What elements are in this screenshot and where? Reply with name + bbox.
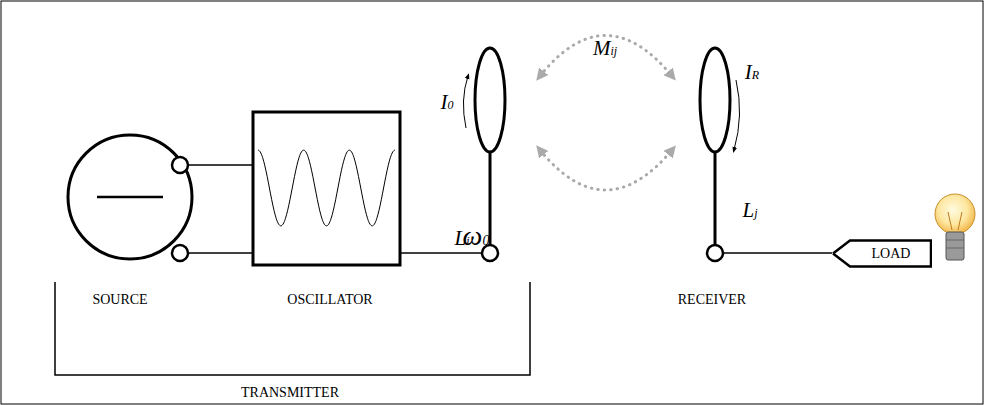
wire <box>400 252 482 254</box>
part-label: RECEIVER <box>678 293 746 307</box>
current-symbol: IR <box>745 62 759 83</box>
coupling-arc <box>540 36 672 77</box>
load-box: LOAD <box>832 239 932 268</box>
receiver-coil <box>700 48 730 152</box>
part-label: SOURCE <box>92 293 147 307</box>
bulb-filament <box>948 212 962 230</box>
load-label: LOAD <box>872 247 911 261</box>
load-shape <box>833 241 931 267</box>
inductance-symbol: Lj <box>742 200 757 221</box>
oscillator-box <box>253 112 400 265</box>
bracket <box>55 282 530 375</box>
bulb-thread <box>946 240 964 248</box>
terminal <box>172 245 188 261</box>
current-symbol: I0 <box>441 92 454 113</box>
coupling-arc <box>540 150 672 190</box>
inductance-symbol: Li <box>454 228 469 249</box>
coil-lead <box>714 152 717 245</box>
wire <box>188 252 253 254</box>
coil-lead <box>489 152 492 245</box>
wire <box>723 252 832 254</box>
bulb-glass <box>935 194 975 234</box>
mutual-inductance-symbol: Mij <box>593 38 617 59</box>
current-arrow <box>734 80 740 150</box>
terminal <box>707 245 723 261</box>
source-symbol <box>68 135 192 259</box>
part-label: OSCILLATOR <box>287 293 372 307</box>
group-label: TRANSMITTER <box>241 386 339 400</box>
bulb-base <box>946 232 964 260</box>
terminal <box>172 157 188 173</box>
wire <box>188 164 253 166</box>
sine-wave <box>258 150 395 226</box>
source-bar <box>97 196 163 199</box>
current-arrow <box>463 76 468 128</box>
transmitter-coil <box>475 48 505 152</box>
